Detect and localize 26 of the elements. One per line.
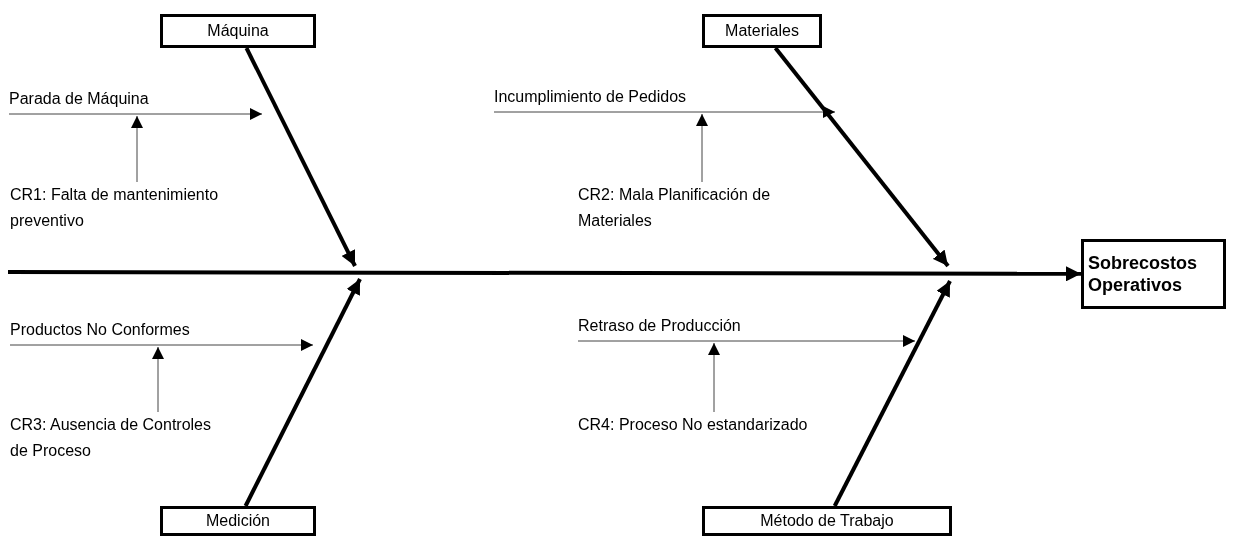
cause-label: Parada de Máquina — [9, 86, 262, 114]
cause-arrow — [9, 339, 314, 351]
cause-arrow — [131, 115, 143, 183]
bone-arrow — [8, 266, 1081, 282]
cause-arrow — [696, 113, 708, 183]
category-box: Máquina — [160, 14, 316, 48]
cause-arrow — [152, 346, 164, 413]
root-cause-label: CR2: Mala Planificación de Materiales — [578, 182, 778, 236]
category-box: Materiales — [702, 14, 822, 48]
bone-arrow — [243, 278, 362, 507]
root-cause-label: CR3: Ausencia de Controles de Proceso — [10, 412, 230, 466]
effect-box: Sobrecostos Operativos — [1081, 239, 1226, 309]
cause-label: Retraso de Producción — [578, 313, 915, 341]
cause-arrow — [8, 108, 263, 120]
cause-label: Productos No Conformes — [10, 317, 313, 345]
root-cause-label: CR4: Proceso No estandarizado — [578, 412, 868, 442]
cause-label: Incumplimiento de Pedidos — [494, 84, 835, 112]
bone-arrow — [244, 47, 357, 267]
category-box: Método de Trabajo — [702, 506, 952, 536]
root-cause-label: CR1: Falta de mantenimiento preventivo — [10, 182, 242, 236]
cause-arrow — [493, 106, 836, 118]
category-box: Medición — [160, 506, 316, 536]
bone-arrow — [773, 46, 950, 268]
bone-arrow — [832, 280, 952, 507]
cause-arrow — [577, 335, 916, 347]
cause-arrow — [708, 342, 720, 413]
